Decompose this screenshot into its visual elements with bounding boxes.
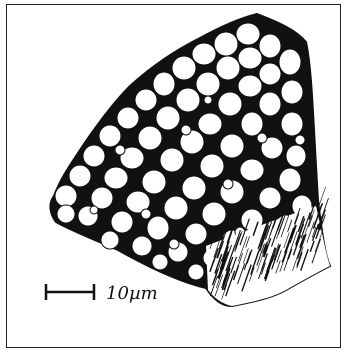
- cell: [281, 112, 303, 136]
- cell: [152, 254, 168, 270]
- cell: [236, 23, 260, 45]
- cell: [259, 63, 281, 85]
- cell: [240, 159, 264, 181]
- cell: [295, 135, 305, 145]
- cell: [238, 47, 262, 69]
- cell: [181, 125, 191, 135]
- cell: [182, 176, 206, 200]
- cell: [115, 145, 125, 155]
- cell: [153, 72, 175, 96]
- cell: [196, 72, 220, 96]
- cell: [281, 80, 303, 104]
- cell: [202, 202, 226, 226]
- cell: [69, 165, 91, 187]
- cell: [216, 56, 240, 80]
- cell: [156, 106, 180, 130]
- scale-bar: 10µm: [46, 283, 158, 304]
- cell: [57, 205, 75, 223]
- cell: [176, 88, 200, 112]
- scale-bar-label: 10µm: [106, 283, 158, 304]
- cell: [279, 168, 301, 192]
- cell: [185, 223, 207, 245]
- cell: [214, 32, 238, 56]
- cell: [286, 145, 306, 167]
- cell: [188, 264, 204, 280]
- cell: [142, 170, 166, 194]
- cell: [160, 148, 184, 172]
- cell: [117, 107, 139, 129]
- cell: [257, 133, 267, 143]
- cell: [99, 125, 121, 147]
- cell: [164, 196, 188, 220]
- cell: [200, 154, 224, 178]
- cell: [218, 92, 242, 116]
- cell: [259, 187, 281, 209]
- cell: [135, 89, 157, 111]
- cell: [259, 92, 281, 116]
- cell: [138, 126, 162, 150]
- cell: [172, 56, 196, 80]
- cell: [204, 96, 212, 104]
- cell: [279, 49, 301, 75]
- cell: [169, 239, 179, 249]
- cell: [83, 145, 105, 167]
- cell: [192, 43, 216, 65]
- cell: [198, 113, 222, 135]
- cell: [223, 179, 233, 189]
- cell: [141, 209, 151, 219]
- cell: [132, 236, 152, 256]
- cell: [55, 185, 77, 207]
- cell: [104, 167, 128, 189]
- cell: [101, 231, 119, 249]
- cell: [147, 216, 169, 240]
- cell: [111, 211, 133, 233]
- cell: [238, 75, 262, 97]
- cell: [259, 34, 281, 58]
- cell: [90, 206, 98, 214]
- cell: [220, 134, 244, 158]
- cell: [241, 112, 263, 136]
